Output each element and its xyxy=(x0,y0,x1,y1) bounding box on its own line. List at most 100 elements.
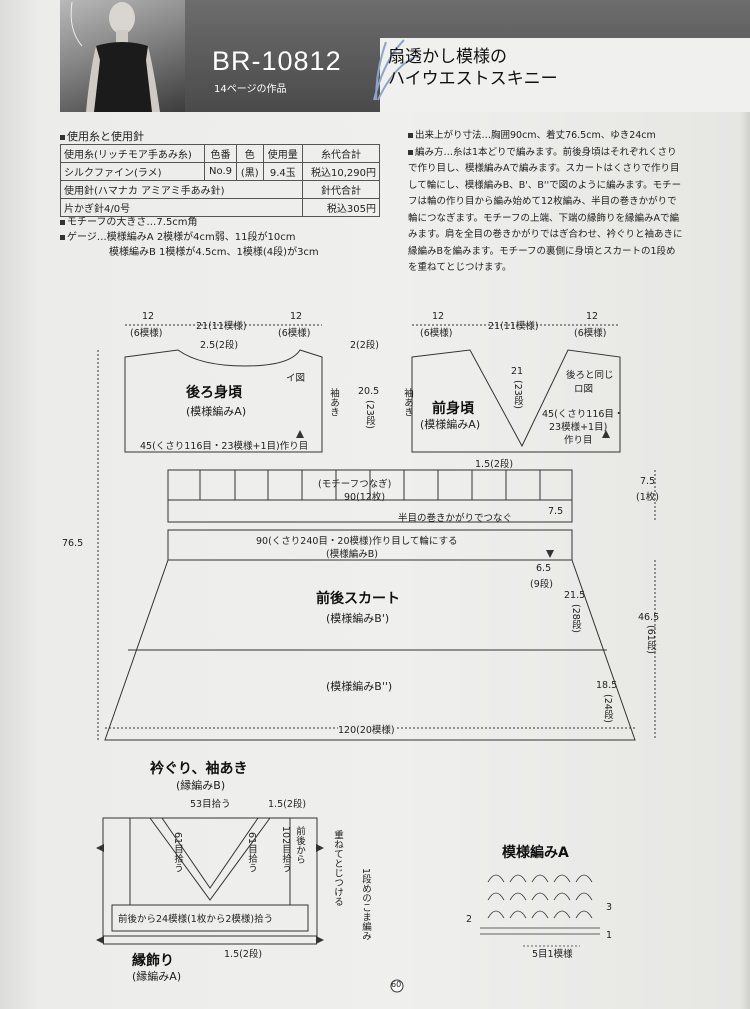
pattern-a-row-2: 2 xyxy=(466,914,473,925)
front-dim-left: 12 xyxy=(432,311,445,322)
table-row: 使用糸(リッチモア手あみ糸) 色番 色 使用量 糸代合計 xyxy=(59,144,380,163)
motif-join-note: 半目の巻きかがりでつなぐ xyxy=(398,513,513,524)
back-bodice-pattern: (模様編みA) xyxy=(186,405,247,418)
pattern-code: BR-10812 xyxy=(212,46,342,76)
instructions: 出来上がり寸法…胸囲90cm、着丈76.5cm、ゆき24cm 編み方…糸は1本ど… xyxy=(408,128,738,277)
back-height-rows: (23段) xyxy=(364,400,375,430)
back-dim-right-sub: (6模様) xyxy=(278,328,311,339)
neck-title: 衿ぐり、袖あき xyxy=(150,761,248,777)
skirt-seg2: 21.5 xyxy=(564,590,586,601)
method-line: 編み方…糸は1本どりで編みます。前後身頃はそれぞれくさり xyxy=(408,145,738,162)
table-row: 片かぎ針4/0号 税込305円 xyxy=(59,198,380,217)
neck-bottom-edge: 1.5(2段) xyxy=(224,949,263,960)
front-marker: ロ図 xyxy=(574,384,594,395)
skirt-seg3-rows: (24段) xyxy=(602,694,613,724)
neck-subtitle: (縁編みB) xyxy=(176,779,226,792)
front-dim-left-sub: (6模様) xyxy=(420,328,453,339)
front-dim-right: 12 xyxy=(586,311,599,322)
title-box xyxy=(380,38,750,112)
skirt-seg2-rows: (28段) xyxy=(570,604,581,634)
front-v-depth-rows: (23段) xyxy=(512,380,523,410)
back-height: 20.5 xyxy=(358,386,380,397)
materials-heading: 使用糸と使用針 xyxy=(60,128,144,144)
motif-width: 90(12枚) xyxy=(344,492,386,503)
materials-table: 使用糸(リッチモア手あみ糸) 色番 色 使用量 糸代合計 シルクファイン(ラメ)… xyxy=(59,144,380,217)
size-line: 出来上がり寸法…胸囲90cm、着丈76.5cm、ゆき24cm xyxy=(408,128,738,145)
back-marker: イ図 xyxy=(286,373,306,384)
trim-pattern: (縁編みA) xyxy=(132,970,182,983)
skirt-pattern-b2: (模様編みB'') xyxy=(326,680,393,693)
neck-front-pick: 102目拾う xyxy=(280,826,291,873)
skirt-start: 90(くさり240目・20模様)作り目して輪にする xyxy=(256,536,458,547)
pattern-a-title: 模様編みA xyxy=(502,845,569,861)
motif-height-sub: (1枚) xyxy=(636,492,659,503)
method-line: 輪につなぎます。モチーフの上端、下端の縁飾りを縁編みAで編 xyxy=(408,212,679,224)
neck-right-pick: 61目拾う xyxy=(246,832,257,873)
skirt-seg3: 18.5 xyxy=(596,680,618,691)
gauge-b: 模様編みB 1模様が4.5cm、1模様(4段)が3cm xyxy=(109,247,319,258)
gauge-a: ゲージ…模様編みA 2模様が4cm弱、11段が10cm xyxy=(60,228,295,243)
neck-edge: 1.5(2段) xyxy=(268,799,307,810)
neck-left-pick: 61目拾う xyxy=(172,832,183,873)
back-dim-left-sub: (6模様) xyxy=(130,328,163,339)
pattern-a-row-3: 3 xyxy=(606,902,613,913)
page-reference: 14ページの作品 xyxy=(214,84,287,95)
model-silhouette xyxy=(70,1,160,112)
method-line: して輪にし、模様編みB、B'、B''で図のように編みます。モチー xyxy=(408,179,682,191)
method-line: みます。肩を全目の巻きかがりではぎ合わせ、衿ぐりと袖あきに xyxy=(408,229,683,240)
skirt-seg-total-rows: (61段) xyxy=(645,625,656,655)
model-photo xyxy=(60,0,185,112)
motif-square: 7.5 xyxy=(548,506,564,517)
total-length: 76.5 xyxy=(62,538,84,549)
front-dim-right-sub: (6模様) xyxy=(574,328,607,339)
front-bodice-title: 前身頃 xyxy=(432,401,474,417)
neck-overlap-note: 重ねてとじつける xyxy=(332,830,343,906)
skirt-pattern-b1: (模様編みB') xyxy=(326,612,390,625)
back-sleeve-label: 袖あき xyxy=(328,388,339,417)
page-number: 60 xyxy=(391,980,402,989)
front-bottom-1: 45(くさり116目・ xyxy=(542,409,624,420)
motif-label: (モチーフつなぎ) xyxy=(318,479,392,490)
title-line-1: 扇透かし模様の xyxy=(388,47,507,67)
motif-height: 7.5 xyxy=(640,476,656,487)
back-neck-depth: 2.5(2段) xyxy=(200,340,239,351)
fan-decoration xyxy=(373,39,420,101)
title-line-2: ハイウエストスキニー xyxy=(388,69,558,89)
method-line: 縁編みBを編みます。モチーフの裏側に身頃とスカートの1段め xyxy=(408,245,676,257)
pattern-a-row-1: 1 xyxy=(606,930,613,941)
front-bottom-2: 23模様+1目) xyxy=(549,422,608,433)
back-dim-left: 12 xyxy=(142,311,155,322)
back-dim-right: 12 xyxy=(290,311,303,322)
front-gap: 1.5(2段) xyxy=(475,459,514,470)
back-shoulder-drop: 2(2段) xyxy=(350,340,380,351)
pattern-a-repeat: 5目1模様 xyxy=(532,949,573,960)
skirt-start-pattern: (模様編みB) xyxy=(326,549,378,560)
motif-size: モチーフの大きさ…7.5cm角 xyxy=(60,213,198,228)
skirt-seg1: 6.5 xyxy=(536,563,552,574)
front-v-depth: 21 xyxy=(511,366,524,377)
table-row: 使用針(ハマナカ アミアミ手あみ針) 針代合計 xyxy=(59,180,380,199)
front-bottom-3: 作り目 xyxy=(564,435,593,446)
method-line: で作り目し、模様編みAで編みます。スカートはくさりで作り目 xyxy=(408,163,680,174)
skirt-hem: 120(20模様) xyxy=(338,722,395,736)
neck-row1-note: 1段めのこま編み xyxy=(360,868,371,941)
skirt-title: 前後スカート xyxy=(316,591,400,607)
trim-title: 縁飾り xyxy=(132,953,174,969)
skirt-seg1-rows: (9段) xyxy=(530,579,553,590)
method-line: を重ねてとじつけます。 xyxy=(408,262,512,273)
skirt-seg-total: 46.5 xyxy=(638,612,660,623)
back-bodice-title: 後ろ身頃 xyxy=(186,385,242,401)
page-number-badge xyxy=(390,979,404,993)
back-dim-center: 21(11模様) xyxy=(196,321,247,332)
front-dim-center: 21(11模様) xyxy=(488,321,539,332)
method-line: フは輪の作り目から編み始めて12枚編み、半目の巻きかがりで xyxy=(408,196,677,207)
front-same-as-back: 後ろと同じ xyxy=(566,370,614,381)
neck-pick-top: 53目拾う xyxy=(190,799,231,810)
front-sleeve-label: 袖あき xyxy=(402,388,413,417)
table-row: シルクファイン(ラメ) No.9 (黒) 9.4玉 税込10,290円 xyxy=(59,162,380,181)
neck-front-from: 前後から xyxy=(294,826,305,864)
front-bodice-pattern: (模様編みA) xyxy=(420,418,481,431)
neck-bottom-pick: 前後から24模様(1枚から2模様)拾う xyxy=(118,914,274,925)
